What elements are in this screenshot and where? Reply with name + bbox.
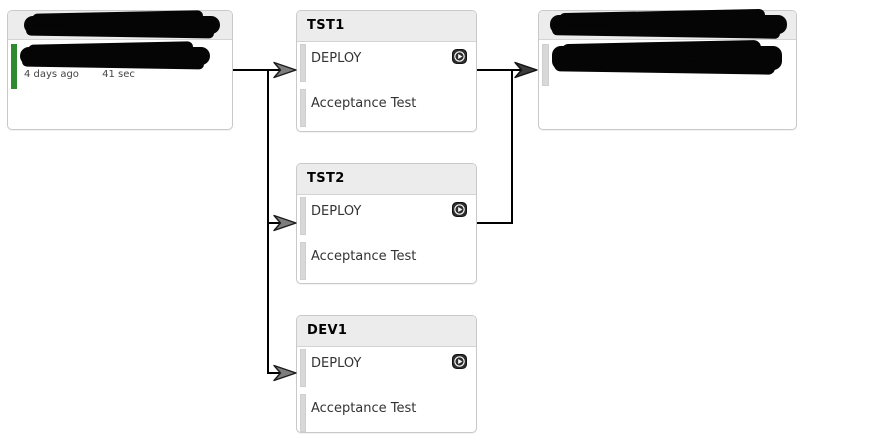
- stage-row-deploy: DEPLOY: [297, 347, 476, 392]
- card-header: TST2: [297, 164, 476, 195]
- connector-line: [477, 69, 522, 71]
- stage-status-bar: [300, 89, 306, 127]
- pipeline-card-dev1: DEV1 DEPLOY Acceptance Test: [296, 315, 477, 433]
- redacted-revision-text: [20, 47, 210, 65]
- run-meta: 4 days ago 41 sec: [24, 69, 155, 80]
- pipeline-card-tst1: TST1 DEPLOY Acceptance Test: [296, 10, 477, 132]
- play-icon: [452, 49, 467, 64]
- connector-line: [267, 222, 288, 224]
- arrowhead-icon: [514, 61, 538, 79]
- stage-label[interactable]: Acceptance Test: [311, 401, 417, 416]
- stage-status-bar: [300, 349, 306, 387]
- redacted-pipeline-name[interactable]: [550, 15, 787, 34]
- connector-line: [477, 222, 513, 224]
- arrowhead-icon: [273, 214, 297, 232]
- trigger-stage-button[interactable]: [452, 49, 467, 64]
- stage-row-deploy: DEPLOY: [297, 195, 476, 240]
- last-run-time: 4 days ago: [24, 69, 79, 80]
- stage-label[interactable]: DEPLOY: [311, 204, 362, 219]
- connector-line: [511, 69, 513, 224]
- card-header: [539, 11, 796, 40]
- stage-row-acceptance-test: Acceptance Test: [297, 240, 476, 285]
- card-header: TST1: [297, 11, 476, 42]
- card-body: DEPLOY Acceptance Test: [297, 42, 476, 132]
- upstream-pipeline-card: 4 days ago 41 sec: [7, 10, 233, 130]
- redacted-pipeline-name[interactable]: [24, 16, 220, 34]
- connector-line: [267, 372, 288, 374]
- stage-status-bar: [542, 44, 549, 86]
- stage-row-deploy: DEPLOY: [297, 42, 476, 87]
- trigger-stage-button[interactable]: [452, 202, 467, 217]
- connector-line: [233, 69, 288, 71]
- pipeline-name[interactable]: TST2: [307, 171, 345, 186]
- card-body: DEPLOY Acceptance Test: [297, 347, 476, 437]
- stage-label[interactable]: DEPLOY: [311, 356, 362, 371]
- stage-status-bar: [300, 44, 306, 82]
- play-icon: [452, 202, 467, 217]
- pipeline-name[interactable]: DEV1: [307, 323, 348, 338]
- stage-status-bar: [300, 197, 306, 235]
- status-bar-passed: [11, 44, 17, 89]
- card-body: DEPLOY Acceptance Test: [297, 195, 476, 285]
- redacted-revision-text: [552, 46, 782, 70]
- connector-line: [267, 69, 269, 374]
- stage-label[interactable]: Acceptance Test: [311, 96, 417, 111]
- pipeline-name[interactable]: TST1: [307, 18, 345, 33]
- stage-label[interactable]: Acceptance Test: [311, 249, 417, 264]
- trigger-stage-button[interactable]: [452, 354, 467, 369]
- card-header: DEV1: [297, 316, 476, 347]
- card-header: [8, 11, 232, 40]
- stage-status-bar: [300, 242, 306, 280]
- play-icon: [452, 354, 467, 369]
- arrowhead-icon: [273, 364, 297, 382]
- stage-status-bar: [300, 394, 306, 432]
- stage-row-acceptance-test: Acceptance Test: [297, 392, 476, 437]
- run-duration: 41 sec: [102, 69, 135, 80]
- downstream-pipeline-card: [538, 10, 797, 130]
- arrowhead-icon: [273, 61, 297, 79]
- stage-label[interactable]: DEPLOY: [311, 51, 362, 66]
- pipeline-card-tst2: TST2 DEPLOY Acceptance Test: [296, 163, 477, 284]
- stage-row-acceptance-test: Acceptance Test: [297, 87, 476, 132]
